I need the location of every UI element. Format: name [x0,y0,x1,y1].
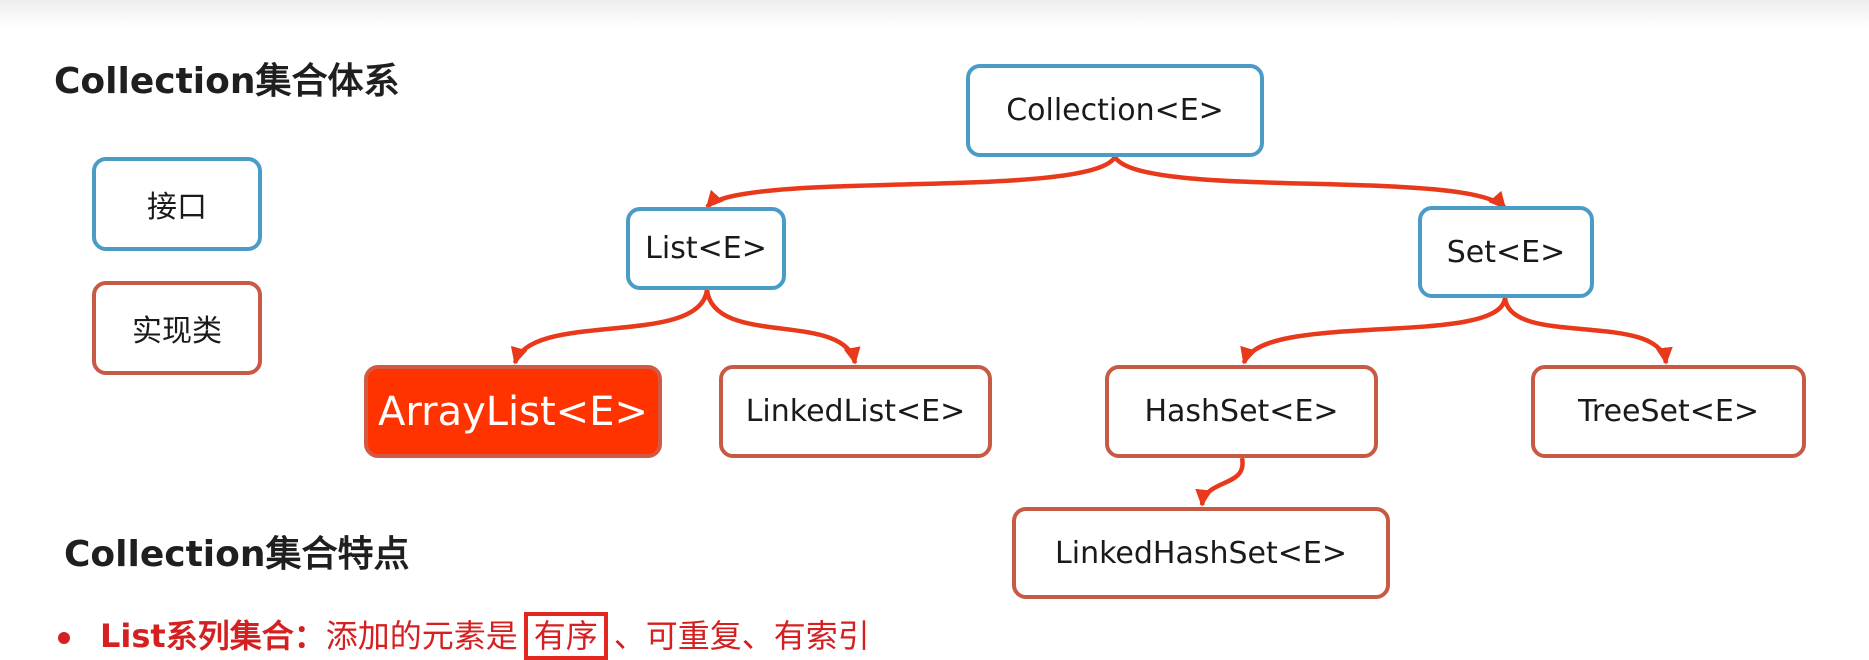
edge-set-hashset [1240,297,1508,365]
node-linkedlist: LinkedList<E> [719,365,992,458]
features-heading: Collection集合特点 [64,534,410,575]
node-list: List<E> [626,207,786,290]
legend-interface-box: 接口 [92,157,262,251]
legend-implementation-box: 实现类 [92,281,262,375]
feature-text-1: 添加的元素是 [325,617,518,655]
feature-text-2: 、可重复、有索引 [613,617,870,655]
node-linkedhashset: LinkedHashSet<E> [1012,507,1390,599]
edge-collection-set [1113,155,1507,210]
edge-hashset-linkedhashset [1195,457,1245,507]
edge-collection-list [705,155,1117,209]
edge-list-arraylist [511,289,710,365]
label-separator: ： [293,617,326,655]
edge-set-treeset [1502,297,1673,365]
ordered-highlight-box: 有序 [523,612,608,660]
node-arraylist: ArrayList<E> [364,365,662,458]
list-feature-line: List系列集合：添加的元素是有序、可重复、有索引 [58,612,870,660]
node-hashset: HashSet<E> [1105,365,1378,458]
edge-list-linkedlist [704,289,861,365]
node-set: Set<E> [1418,206,1594,298]
bullet-dot [58,632,70,644]
node-treeset: TreeSet<E> [1531,365,1806,458]
top-shade [0,0,1869,28]
list-series-label: List系列集合 [100,617,294,655]
hierarchy-edges [511,155,1673,507]
node-collection: Collection<E> [966,64,1264,157]
hierarchy-heading: Collection集合体系 [54,61,400,102]
